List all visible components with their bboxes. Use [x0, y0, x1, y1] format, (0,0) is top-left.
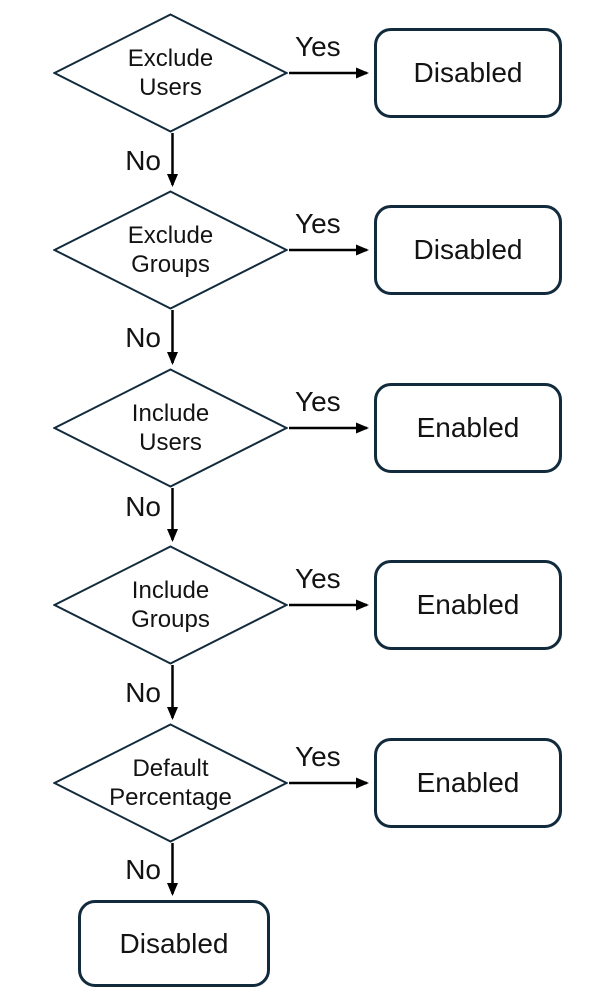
outcome-label: Enabled: [416, 589, 520, 620]
decision-label: Exclude Groups: [127, 222, 214, 278]
yes-label: Yes: [295, 563, 341, 594]
yes-label: Yes: [295, 386, 341, 417]
decision-label: Default Percentage: [109, 755, 232, 811]
decision-label: Exclude Users: [127, 45, 214, 101]
no-label: No: [125, 322, 161, 353]
outcome-label: Disabled: [413, 57, 523, 88]
decision-label: Include Groups: [131, 577, 210, 633]
decision-exclude-groups: Exclude Groups: [53, 190, 288, 310]
no-label: No: [125, 854, 161, 885]
outcome-disabled-final: Disabled: [78, 900, 270, 987]
decision-default-percentage: Default Percentage: [53, 723, 288, 843]
no-label: No: [125, 145, 161, 176]
decision-include-groups: Include Groups: [53, 545, 288, 665]
outcome-label: Disabled: [413, 234, 523, 265]
decision-label: Include Users: [131, 400, 210, 456]
no-label: No: [125, 677, 161, 708]
yes-label: Yes: [295, 31, 341, 62]
outcome-enabled-3: Enabled: [374, 738, 562, 828]
outcome-label: Disabled: [119, 927, 229, 959]
outcome-enabled-2: Enabled: [374, 560, 562, 650]
outcome-disabled-1: Disabled: [374, 28, 562, 118]
decision-exclude-users: Exclude Users: [53, 13, 288, 133]
decision-include-users: Include Users: [53, 368, 288, 488]
outcome-label: Enabled: [416, 767, 520, 798]
yes-label: Yes: [295, 208, 341, 239]
outcome-label: Enabled: [416, 412, 520, 443]
yes-label: Yes: [295, 741, 341, 772]
outcome-enabled-1: Enabled: [374, 383, 562, 473]
no-label: No: [125, 491, 161, 522]
outcome-disabled-2: Disabled: [374, 205, 562, 295]
